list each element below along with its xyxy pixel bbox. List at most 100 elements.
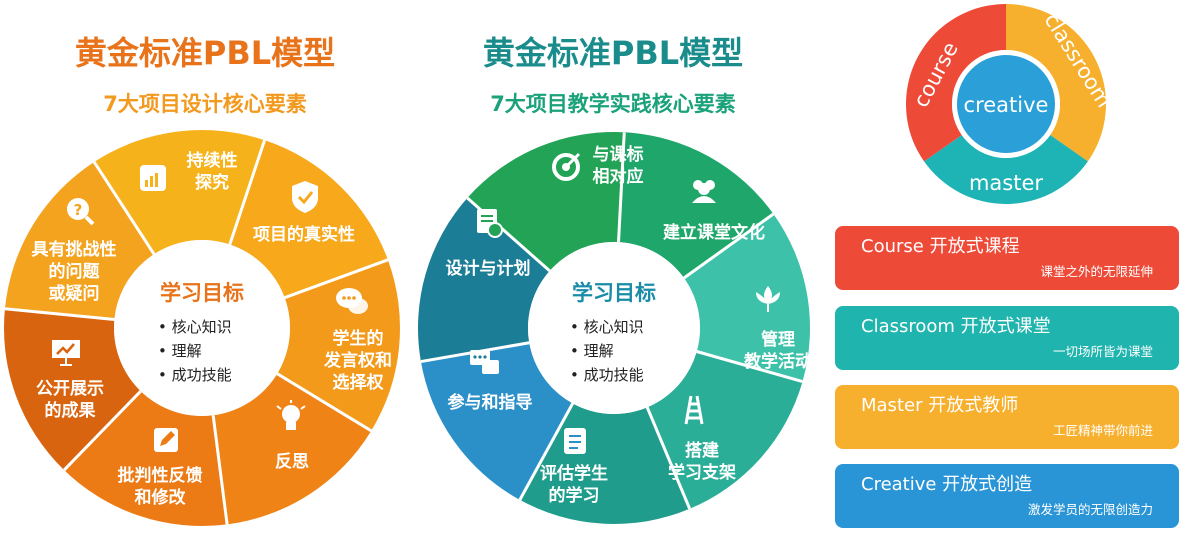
center-item: • 核心知识 (570, 318, 644, 336)
card-title: Creative 开放式创造 (861, 474, 1033, 495)
segment-label: 的问题 (49, 261, 101, 282)
pencil-icon (154, 428, 178, 452)
segment-label: 探究 (195, 172, 229, 193)
card-title: Master 开放式教师 (861, 395, 1019, 416)
segment-label: 选择权 (333, 372, 385, 393)
card-subtitle: 课堂之外的无限延伸 (1040, 264, 1153, 279)
clipboard-icon (564, 428, 586, 454)
segment-label: 项目的真实性 (253, 224, 355, 245)
segment-label: 参与和指导 (448, 392, 533, 413)
chart-icon (140, 165, 166, 191)
ring-course (906, 4, 1006, 104)
segment-label: 建立课堂文化 (663, 222, 765, 243)
segment-divider (518, 402, 574, 501)
left-title: 黄金标准PBL模型 (74, 34, 336, 72)
wheel-segment (94, 129, 267, 255)
segment-label: 设计与计划 (446, 258, 531, 279)
segment-divider (683, 212, 775, 280)
feature-card: Creative 开放式创造激发学员的无限创造力 (835, 464, 1179, 528)
segment-divider (92, 161, 156, 256)
segment-label: 持续性 (187, 150, 238, 171)
segment-label: 的学习 (549, 485, 600, 506)
wheel-segment (229, 140, 389, 299)
wheel-segment (212, 373, 372, 525)
ring-course-end (905, 104, 962, 162)
wheel-segment (467, 132, 627, 271)
card-subtitle: 工匠精神带你前进 (1052, 423, 1153, 438)
speech-bubble-icon (336, 288, 368, 314)
segment-divider (284, 258, 389, 300)
ring-center (957, 55, 1055, 153)
right-title: 黄金标准PBL模型 (482, 34, 744, 72)
ring-classroom (1006, 4, 1106, 162)
feature-card: Master 开放式教师工匠精神带你前进 (835, 385, 1179, 449)
ring-master-label: master (969, 171, 1043, 195)
segment-divider (645, 406, 692, 510)
segment-divider (617, 132, 626, 243)
center-item: • 成功技能 (158, 366, 232, 384)
segment-label: 反思 (275, 452, 309, 472)
wheel-segment (418, 196, 551, 362)
center-item: • 成功技能 (570, 366, 644, 384)
presentation-icon (52, 340, 80, 366)
segment-label: 发言权和 (323, 350, 392, 371)
wheel-segment (4, 160, 155, 320)
left-subtitle: 7大项目设计核心要素 (103, 92, 307, 116)
lightbulb-icon (276, 400, 306, 430)
card-title: Course 开放式课程 (861, 236, 1020, 257)
card-subtitle: 激发学员的无限创造力 (1027, 502, 1153, 517)
ring-master (924, 134, 1088, 204)
wheel-segment (420, 341, 573, 500)
segment-label: 批判性反馈 (118, 465, 203, 486)
segment-divider (4, 307, 115, 321)
wheel-segment (62, 390, 228, 526)
people-icon (692, 180, 716, 203)
wheel-segment (646, 351, 803, 510)
target-icon (552, 152, 581, 181)
segment-label: 与课标 (593, 144, 644, 165)
segment-label: 公开展示 (36, 379, 104, 399)
right-subtitle: 7大项目教学实践核心要素 (490, 92, 736, 116)
ring-center-label: creative (964, 93, 1049, 117)
center-item: • 理解 (158, 342, 202, 360)
segment-label: 教学活动 (743, 351, 812, 372)
wheel-segment (518, 402, 690, 524)
lotus-icon (756, 286, 780, 312)
check-shield-icon (292, 181, 318, 213)
wheel-segment (3, 306, 141, 471)
card-title: Classroom 开放式课堂 (861, 316, 1051, 337)
feature-card: Course 开放式课程课堂之外的无限延伸 (835, 226, 1179, 290)
segment-label: 或疑问 (49, 283, 100, 304)
feature-card: Classroom 开放式课堂一切场所皆为课堂 (835, 306, 1179, 370)
center-title: 学习目标 (572, 281, 656, 305)
center-circle (528, 242, 700, 414)
segment-label: 相对应 (593, 166, 644, 187)
center-item: • 核心知识 (158, 318, 232, 336)
segment-divider (276, 372, 372, 433)
document-clock-icon (477, 209, 503, 238)
center-title: 学习目标 (160, 281, 244, 305)
center-circle (114, 240, 290, 416)
segment-label: 管理 (761, 329, 795, 350)
center-item: • 理解 (570, 342, 614, 360)
wheel-segment (276, 259, 400, 433)
chat-icon (470, 350, 499, 374)
segment-label: 学习支架 (668, 462, 736, 483)
segment-divider (211, 415, 229, 525)
segment-divider (228, 139, 267, 245)
segment-label: 和修改 (135, 487, 187, 508)
segment-label: 学生的 (333, 328, 384, 349)
ladder-icon (684, 395, 704, 425)
svg-text:?: ? (74, 201, 83, 219)
card-subtitle: 一切场所皆为课堂 (1052, 344, 1153, 359)
segment-label: 的成果 (45, 400, 96, 421)
segment-label: 搭建 (685, 440, 719, 461)
segment-divider (63, 390, 142, 472)
segment-label: 具有挑战性 (31, 239, 117, 260)
segment-label: 评估学生 (540, 463, 608, 484)
question-search-icon: ? (67, 198, 95, 226)
segment-divider (696, 350, 803, 383)
